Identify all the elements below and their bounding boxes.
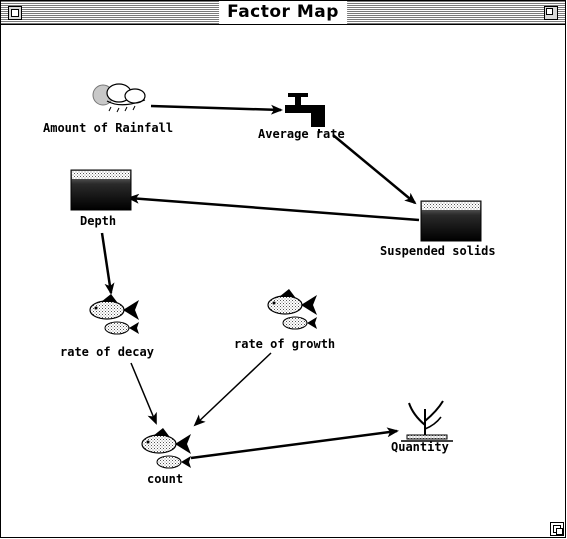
plant-icon[interactable] (401, 400, 453, 442)
edge-average-rate-suspended-solids[interactable] (332, 134, 417, 205)
diagram-svg (70, 83, 482, 469)
zoom-box-icon[interactable] (544, 6, 558, 20)
cloud-rain-icon[interactable] (92, 83, 146, 113)
close-box-icon[interactable] (8, 6, 22, 20)
diagram-canvas: Amount of Rainfall Average rate Depth Su… (1, 25, 565, 537)
fish-icon[interactable] (267, 289, 317, 330)
node-label-amount-of-rainfall[interactable]: Amount of Rainfall (43, 121, 174, 135)
node-label-rate-of-growth[interactable]: rate of growth (234, 337, 336, 351)
node-label-average-rate[interactable]: Average rate (258, 127, 345, 141)
edge-rainfall-average-rate[interactable] (150, 104, 283, 115)
edge-suspended-solids-depth[interactable] (127, 193, 420, 222)
water-block-icon[interactable] (420, 200, 482, 242)
node-label-quantity[interactable]: Quantity (391, 440, 449, 454)
node-label-count[interactable]: count (147, 472, 184, 486)
node-label-suspended-solids[interactable]: Suspended solids (380, 244, 496, 258)
faucet-icon[interactable] (285, 93, 325, 133)
edge-rate-of-decay-count[interactable] (130, 362, 157, 425)
fish-icon[interactable] (141, 428, 191, 469)
title-bar[interactable]: Factor Map (1, 1, 565, 25)
node-label-rate-of-decay[interactable]: rate of decay (60, 345, 154, 359)
edge-rate-of-growth-count[interactable] (193, 352, 272, 427)
node-label-depth[interactable]: Depth (80, 214, 117, 228)
edge-count-quantity[interactable] (190, 427, 399, 460)
window-title: Factor Map (219, 1, 347, 24)
edge-depth-rate-of-decay[interactable] (100, 232, 115, 295)
resize-handle-icon[interactable] (550, 522, 564, 536)
fish-icon[interactable] (89, 294, 139, 335)
water-block-icon[interactable] (70, 169, 132, 211)
edges (100, 104, 420, 460)
